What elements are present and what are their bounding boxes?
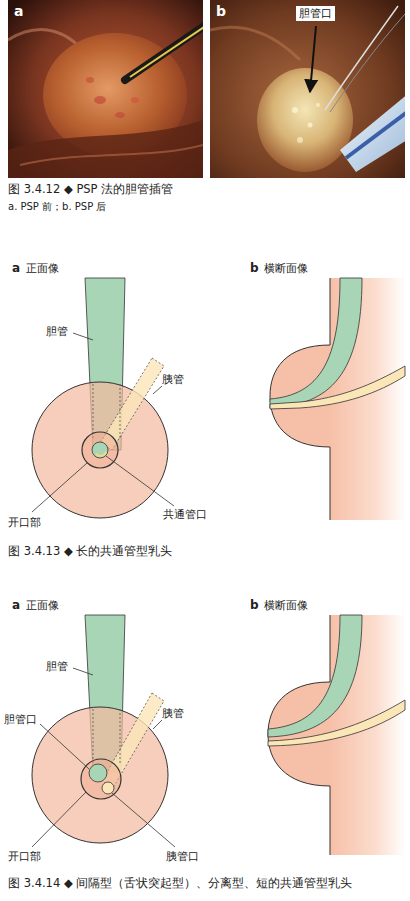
cross-section <box>270 366 405 409</box>
part-label: 胰管口 <box>166 850 199 863</box>
panel-letter: a <box>12 598 20 612</box>
leader-line <box>153 386 162 394</box>
endoscopy-photo <box>8 120 203 178</box>
panel-title: 正面像 <box>26 599 59 612</box>
endoscopy-photo <box>8 0 203 178</box>
panel-title: 横断面像 <box>264 262 308 275</box>
leader-line <box>106 456 174 506</box>
leader-line <box>32 463 87 512</box>
leader-line <box>73 668 93 675</box>
leader-line <box>40 724 89 769</box>
front-view <box>120 384 121 440</box>
panel-letter: a <box>12 261 20 275</box>
panel-title: 正面像 <box>26 262 59 275</box>
endoscopy-photo <box>20 145 203 165</box>
callout-label: 胆管口 <box>296 6 335 21</box>
endoscopy-photo <box>210 0 405 178</box>
front-view <box>81 759 121 799</box>
endoscopy-photo <box>130 23 203 77</box>
endoscopy-photo <box>131 97 139 103</box>
front-view <box>120 709 121 765</box>
part-label: 胆管 <box>46 325 68 338</box>
endoscopy-photo <box>308 123 313 128</box>
leader-line <box>32 333 174 512</box>
cross-section <box>270 278 405 520</box>
part-label: 开口部 <box>8 850 41 863</box>
front-view <box>102 782 114 794</box>
leader-line <box>73 333 93 340</box>
leader-line <box>153 720 162 729</box>
cross-section <box>268 700 405 746</box>
panel-letter: b <box>250 261 259 275</box>
part-label: 胆管口 <box>4 713 37 726</box>
figure-caption: 图 3.4.14 ◆ 间隔型（舌状突起型）、分离型、短的共通管型乳头 <box>8 877 352 891</box>
front-view <box>93 384 94 440</box>
leader-line <box>112 793 175 847</box>
panel-letter: b <box>250 598 259 612</box>
leader-line <box>32 792 86 847</box>
panel-letter: a <box>14 3 23 20</box>
endoscopy-photo <box>292 107 298 113</box>
endoscopy-photo <box>310 26 316 92</box>
front-view <box>32 278 168 518</box>
endoscopy-photo <box>86 77 94 83</box>
endoscopy-photo <box>94 96 106 104</box>
panel-letter: b <box>216 3 226 20</box>
front-view <box>93 709 94 765</box>
part-label: 共通管口 <box>163 508 207 521</box>
front-view <box>92 442 108 458</box>
figure-subcaption: a. PSP 前；b. PSP 后 <box>8 201 106 213</box>
front-view <box>32 382 168 518</box>
endoscopy-photo: b 胆管口 <box>210 0 405 178</box>
endoscopy-photo <box>340 92 405 172</box>
endoscopy-photo <box>325 6 398 110</box>
endoscopy-photo: a <box>8 0 203 178</box>
part-label: 胰管 <box>162 373 184 386</box>
endoscopy-photo <box>125 22 203 80</box>
endoscopy-photo <box>210 27 300 60</box>
endoscopy-photo <box>257 68 353 172</box>
cross-section <box>268 615 362 737</box>
endoscopy-photo <box>330 14 405 112</box>
part-label: 胰管 <box>162 707 184 720</box>
part-label: 开口部 <box>8 516 41 529</box>
endoscopy-photo <box>316 103 320 107</box>
cross-section <box>270 278 362 408</box>
figure-caption: 图 3.4.12 ◆ PSP 法的胆管插管 <box>8 183 173 197</box>
endoscopy-photo <box>346 110 405 158</box>
leader-line <box>32 668 175 847</box>
endoscopy-photo <box>115 112 125 118</box>
front-view <box>32 615 168 843</box>
endoscopy-photo <box>8 0 203 178</box>
front-view <box>89 764 107 782</box>
endoscopy-photo <box>297 137 303 143</box>
front-view <box>82 432 118 468</box>
cross-section <box>268 615 405 855</box>
figure-caption: 图 3.4.13 ◆ 长的共通管型乳头 <box>8 545 172 559</box>
front-view <box>96 452 106 456</box>
part-label: 胆管 <box>46 660 68 673</box>
panel-title: 横断面像 <box>264 599 308 612</box>
